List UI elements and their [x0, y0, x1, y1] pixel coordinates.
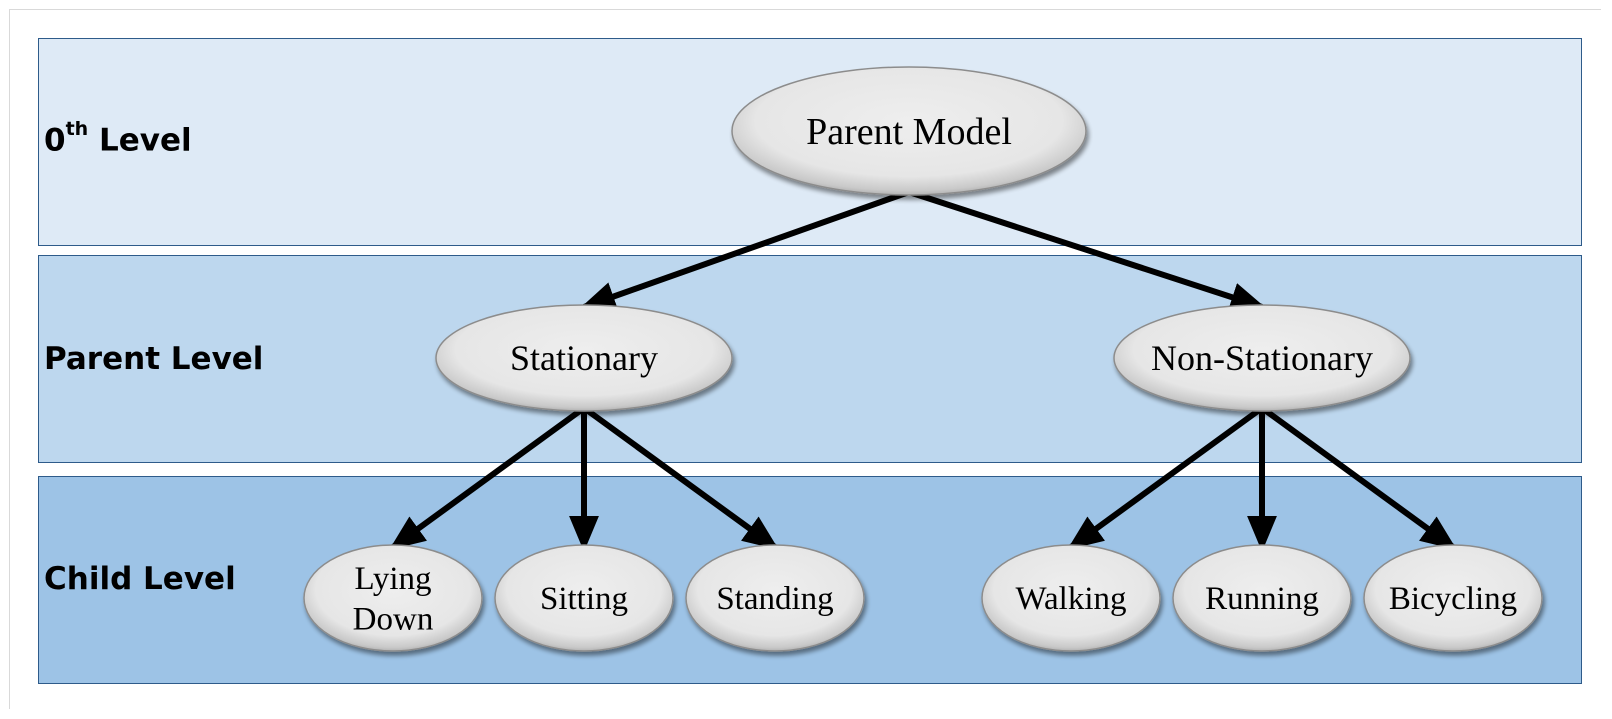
node-ellipse-non-stationary — [1113, 304, 1411, 412]
level-label-0th: 0th Level — [44, 118, 192, 159]
node-label-parent-model: Parent Model — [806, 111, 1012, 153]
level-label-parent: Parent Level — [44, 341, 264, 377]
node-standing: Standing — [685, 544, 865, 652]
level-label-child: Child Level — [44, 561, 236, 597]
node-ellipse-running — [1172, 544, 1352, 652]
node-label-stationary: Stationary — [510, 338, 658, 378]
edge-stationary-to-lying-down — [389, 405, 586, 550]
node-ellipse-sitting — [494, 544, 674, 652]
node-label-bicycling: Bicycling — [1389, 581, 1517, 617]
node-running: Running — [1172, 544, 1352, 652]
node-label-standing: Standing — [716, 581, 833, 617]
node-label-lying-down: Lying — [354, 561, 431, 597]
node-ellipse-stationary — [435, 304, 733, 412]
node-label-lying-down: Down — [353, 601, 434, 637]
node-ellipse-walking — [981, 544, 1161, 652]
node-sitting: Sitting — [494, 544, 674, 652]
node-ellipse-bicycling — [1363, 544, 1543, 652]
edge-parent-model-to-stationary — [579, 189, 911, 311]
edge-parent-model-to-non-stationary — [908, 189, 1267, 312]
edge-stationary-to-standing — [582, 405, 779, 550]
node-label-non-stationary: Non-Stationary — [1151, 338, 1373, 378]
node-label-sitting: Sitting — [540, 581, 628, 617]
node-label-walking: Walking — [1016, 581, 1127, 617]
node-walking: Walking — [981, 544, 1161, 652]
edge-non-stationary-to-walking — [1067, 405, 1264, 550]
node-label-running: Running — [1205, 581, 1319, 617]
node-stationary: Stationary — [435, 304, 733, 412]
node-parent-model: Parent Model — [731, 66, 1087, 196]
node-bicycling: Bicycling — [1363, 544, 1543, 652]
node-ellipse-lying-down — [303, 544, 483, 652]
edge-non-stationary-to-bicycling — [1260, 405, 1457, 550]
node-ellipse-standing — [685, 544, 865, 652]
node-non-stationary: Non-Stationary — [1113, 304, 1411, 412]
node-ellipse-parent-model — [731, 66, 1087, 196]
